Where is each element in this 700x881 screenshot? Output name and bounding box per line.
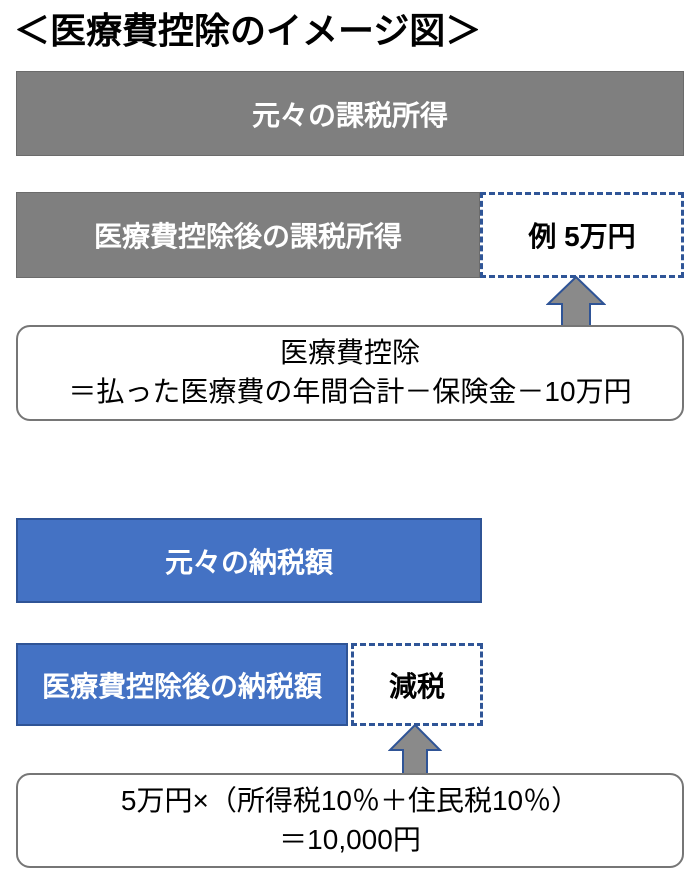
deduction-formula-line1: 医療費控除 — [279, 337, 420, 369]
bar-taxable-income-after-deduction-label: 医療費控除後の課税所得 — [93, 221, 402, 252]
page-title: ＜医療費控除のイメージ図＞ — [14, 10, 482, 51]
tax-reduction-formula-line2: ＝10,000円 — [279, 823, 421, 855]
bar-original-tax-amount: 元々の納税額 — [16, 518, 482, 603]
tax-reduction-label: 減税 — [388, 670, 445, 702]
up-arrow-icon — [388, 724, 442, 775]
bar-tax-amount-after-deduction: 医療費控除後の納税額 — [16, 643, 348, 726]
deduction-formula-line2: ＝払った医療費の年間合計－保険金－10万円 — [68, 376, 632, 407]
deduction-formula-box: 医療費控除 ＝払った医療費の年間合計－保険金－10万円 — [16, 325, 684, 421]
bar-original-taxable-income-label: 元々の課税所得 — [251, 99, 448, 131]
bar-taxable-income-after-deduction: 医療費控除後の課税所得 — [16, 192, 480, 278]
bar-original-taxable-income: 元々の課税所得 — [16, 71, 684, 156]
up-arrow-icon — [546, 276, 606, 328]
deduction-example-amount-label: 例 5万円 — [528, 221, 636, 252]
bar-original-tax-amount-label: 元々の納税額 — [164, 546, 333, 578]
tax-reduction-formula-box: 5万円×（所得税10％＋住民税10％） ＝10,000円 — [16, 773, 684, 868]
deduction-example-amount-box: 例 5万円 — [480, 192, 684, 278]
tax-reduction-box: 減税 — [351, 643, 483, 726]
tax-reduction-formula-line1: 5万円×（所得税10％＋住民税10％） — [120, 784, 580, 816]
bar-tax-amount-after-deduction-label: 医療費控除後の納税額 — [41, 670, 322, 702]
